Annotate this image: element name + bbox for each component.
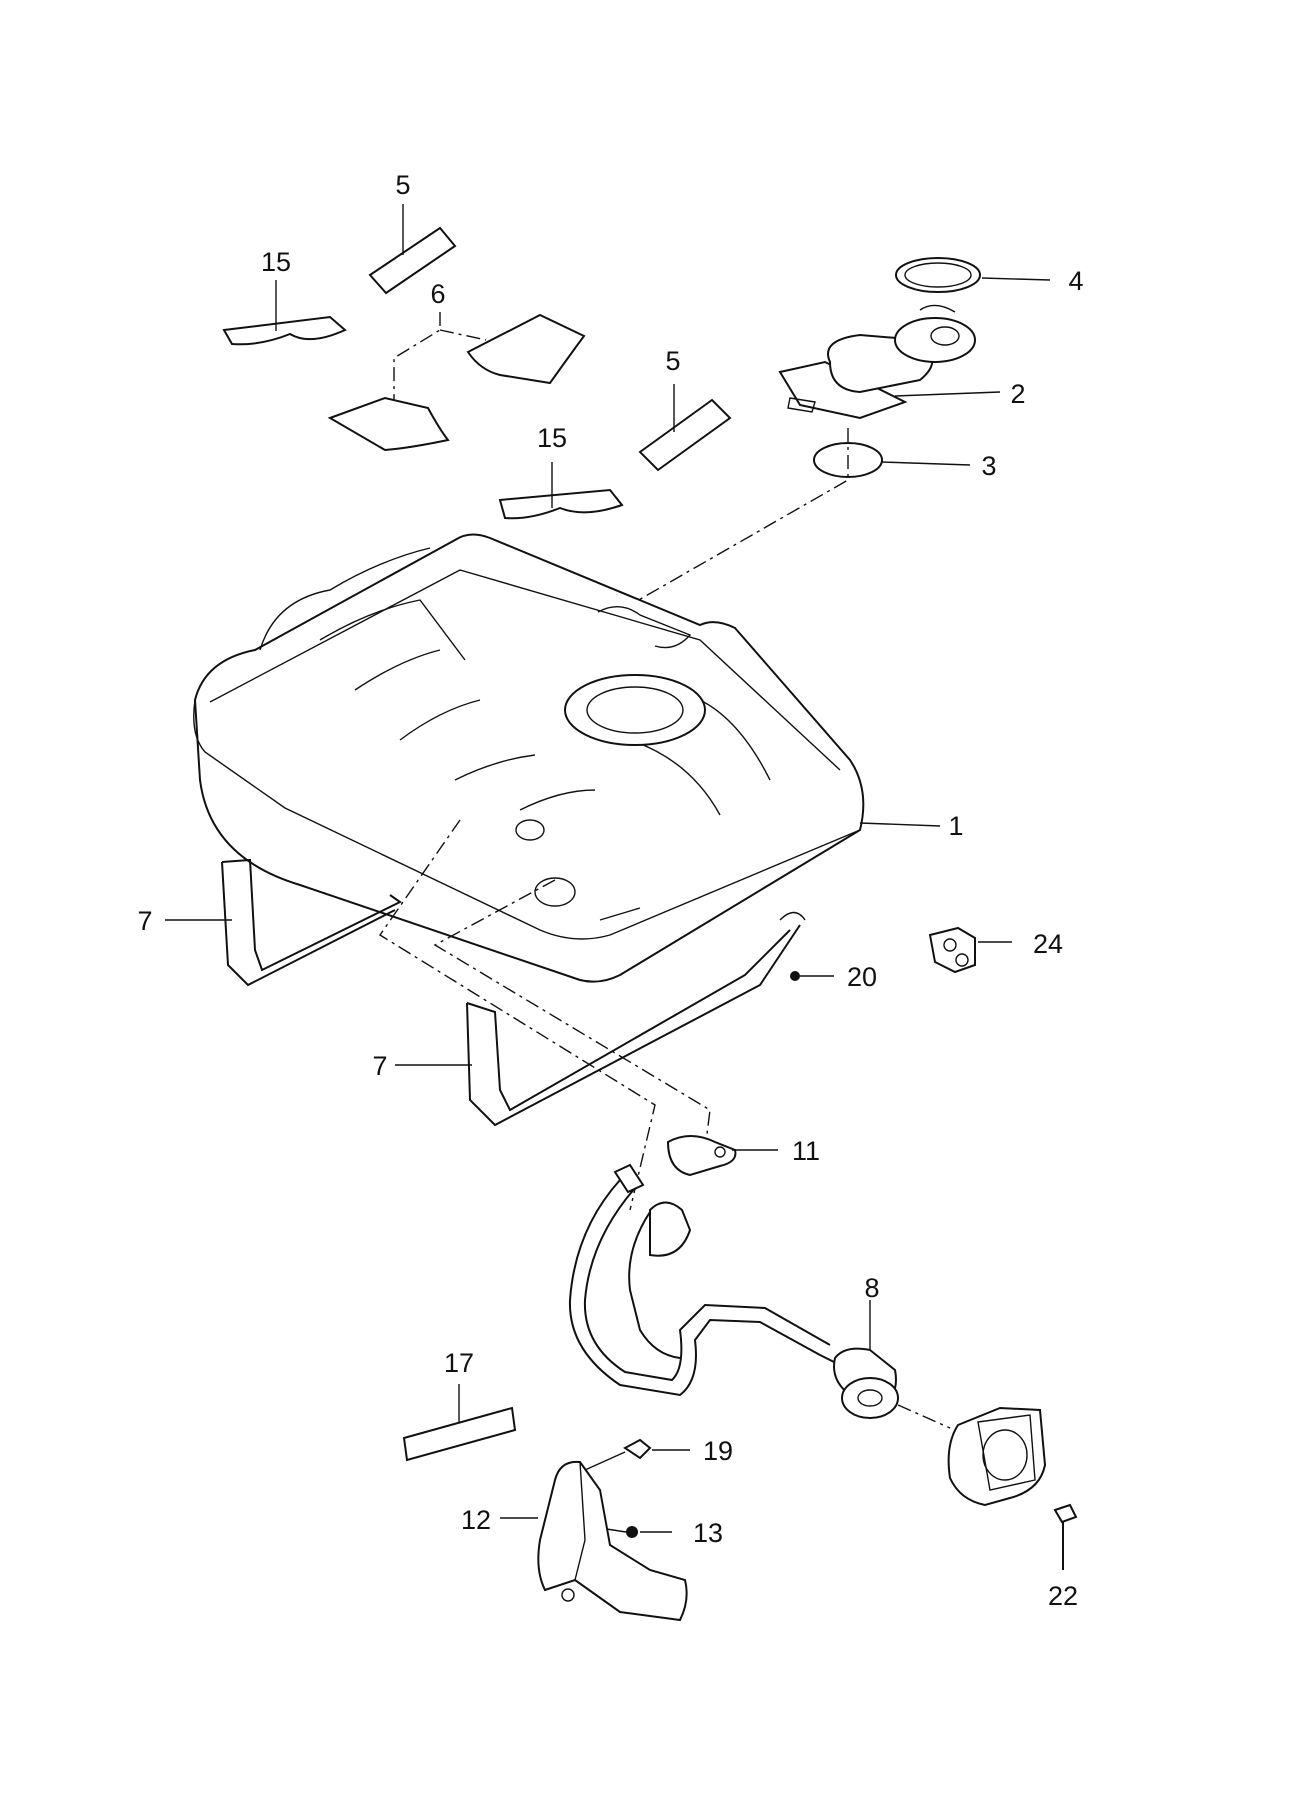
bolt-20	[790, 971, 834, 981]
callout-13: 13	[693, 1518, 723, 1548]
filler-cap-housing	[947, 1406, 1047, 1507]
callout-7-lower: 7	[372, 1051, 387, 1081]
fuel-pump-2	[778, 304, 1001, 420]
pad-6	[327, 312, 586, 452]
strap-7-upper	[165, 858, 402, 987]
callout-15-lower: 15	[537, 423, 567, 453]
callout-4: 4	[1068, 266, 1083, 296]
o-ring-3	[813, 442, 971, 478]
callout-22: 22	[1048, 1581, 1078, 1611]
callout-11: 11	[792, 1136, 820, 1166]
callout-24: 24	[1033, 929, 1063, 959]
pad-15-upper	[222, 280, 347, 346]
heat-shield-12	[500, 1460, 688, 1622]
callout-17: 17	[444, 1348, 474, 1378]
callout-3: 3	[981, 451, 996, 481]
filler-neck-8	[568, 1163, 951, 1429]
callout-5: 5	[395, 170, 410, 200]
bolt-13	[599, 1526, 672, 1538]
filler-center-line-a	[379, 819, 656, 1211]
callout-15: 15	[261, 247, 291, 277]
callout-5-lower: 5	[665, 346, 680, 376]
pad-5-upper	[368, 204, 457, 295]
fuel-tank-1	[193, 533, 941, 983]
nut-19	[584, 1438, 690, 1471]
pad-5-lower	[638, 384, 732, 472]
callout-19: 19	[703, 1436, 733, 1466]
callout-20: 20	[847, 962, 877, 992]
pad-17	[402, 1384, 517, 1462]
pad-15-lower	[498, 462, 624, 520]
screw-22	[1053, 1503, 1078, 1570]
callout-8: 8	[864, 1273, 879, 1303]
strap-7-lower	[395, 911, 806, 1127]
callout-2: 2	[1010, 379, 1025, 409]
callout-1: 1	[948, 811, 963, 841]
callout-12: 12	[461, 1505, 491, 1535]
clamp-11	[666, 1135, 778, 1177]
callout-7-upper: 7	[137, 906, 152, 936]
clip-24	[928, 926, 1012, 974]
callout-6: 6	[430, 279, 445, 309]
gasket-4	[895, 257, 1051, 293]
